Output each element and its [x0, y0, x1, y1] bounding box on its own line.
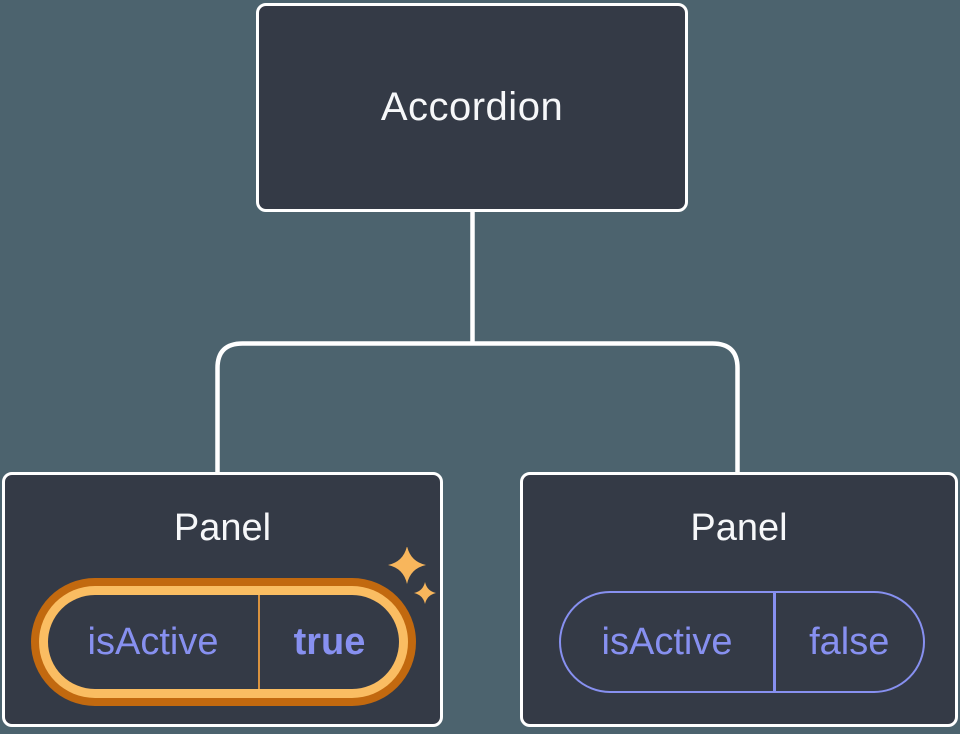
state-pill-active: isActive true — [31, 578, 416, 706]
pill-divider — [773, 593, 776, 691]
panel-title: Panel — [173, 507, 272, 549]
node-panel-inactive: Panel isActive false — [520, 472, 958, 727]
state-pill-active-inner-ring: isActive true — [39, 586, 408, 698]
panel-title: Panel — [690, 507, 788, 549]
pill-divider — [258, 595, 260, 689]
state-name-label: isActive — [601, 620, 733, 663]
node-accordion: Accordion — [256, 3, 688, 212]
state-value-label: false — [809, 620, 890, 663]
accordion-label: Accordion — [380, 85, 564, 129]
state-pill-inactive: isActive false — [559, 591, 925, 693]
state-value-label: true — [293, 620, 366, 663]
node-panel-active: Panel isActive true — [2, 472, 443, 727]
connector-bracket — [215, 341, 740, 474]
state-name-label: isActive — [87, 620, 219, 663]
